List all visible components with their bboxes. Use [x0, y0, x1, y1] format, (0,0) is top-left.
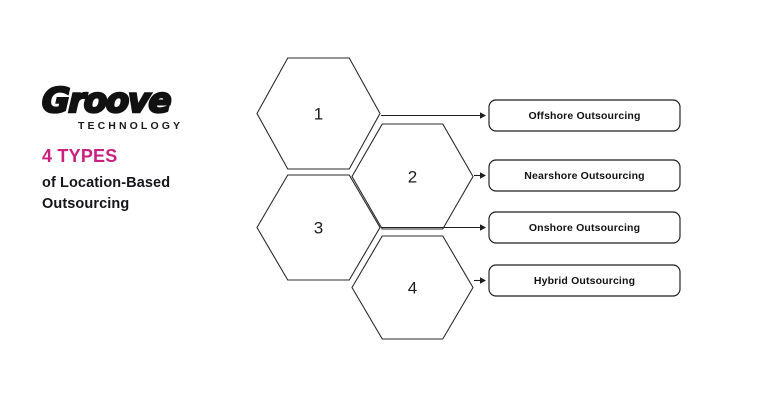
brand-logo: Groove TECHNOLOGY [40, 80, 212, 136]
headline-secondary-line-1: of Location-Based [42, 175, 171, 191]
hexagon-3[interactable] [256, 174, 381, 281]
hexagon-number-3: 3 [314, 219, 323, 238]
left-panel: Groove TECHNOLOGY 4 TYPES of Location-Ba… [40, 80, 252, 212]
connector-arrow-4 [480, 277, 486, 284]
label-text-2: Nearshore Outsourcing [524, 170, 644, 182]
hexagon-number-4: 4 [408, 279, 417, 298]
label-box-2[interactable] [488, 159, 681, 192]
label-text-4: Hybrid Outsourcing [534, 275, 635, 287]
hexagon-2[interactable] [351, 123, 474, 230]
label-box-3[interactable] [488, 211, 681, 244]
label-text-3: Onshore Outsourcing [529, 222, 640, 234]
hexagon-number-2: 2 [408, 168, 417, 187]
hexagon-number-1: 1 [314, 105, 323, 124]
connector-arrow-1 [480, 112, 486, 119]
label-text-1: Offshore Outsourcing [528, 110, 640, 122]
headline-primary: 4 TYPES [42, 146, 118, 166]
connector-arrow-2 [480, 172, 486, 179]
label-box-4[interactable] [488, 264, 681, 297]
brand-tagline: TECHNOLOGY [78, 120, 184, 132]
headline-secondary-line-2: Outsourcing [42, 196, 130, 212]
hexagon-1[interactable] [256, 57, 381, 170]
connector-arrow-3 [480, 224, 486, 231]
hexagon-4[interactable] [351, 235, 474, 340]
headline-block: 4 TYPES of Location-Based Outsourcing [42, 146, 257, 215]
label-box-1[interactable] [488, 99, 681, 132]
